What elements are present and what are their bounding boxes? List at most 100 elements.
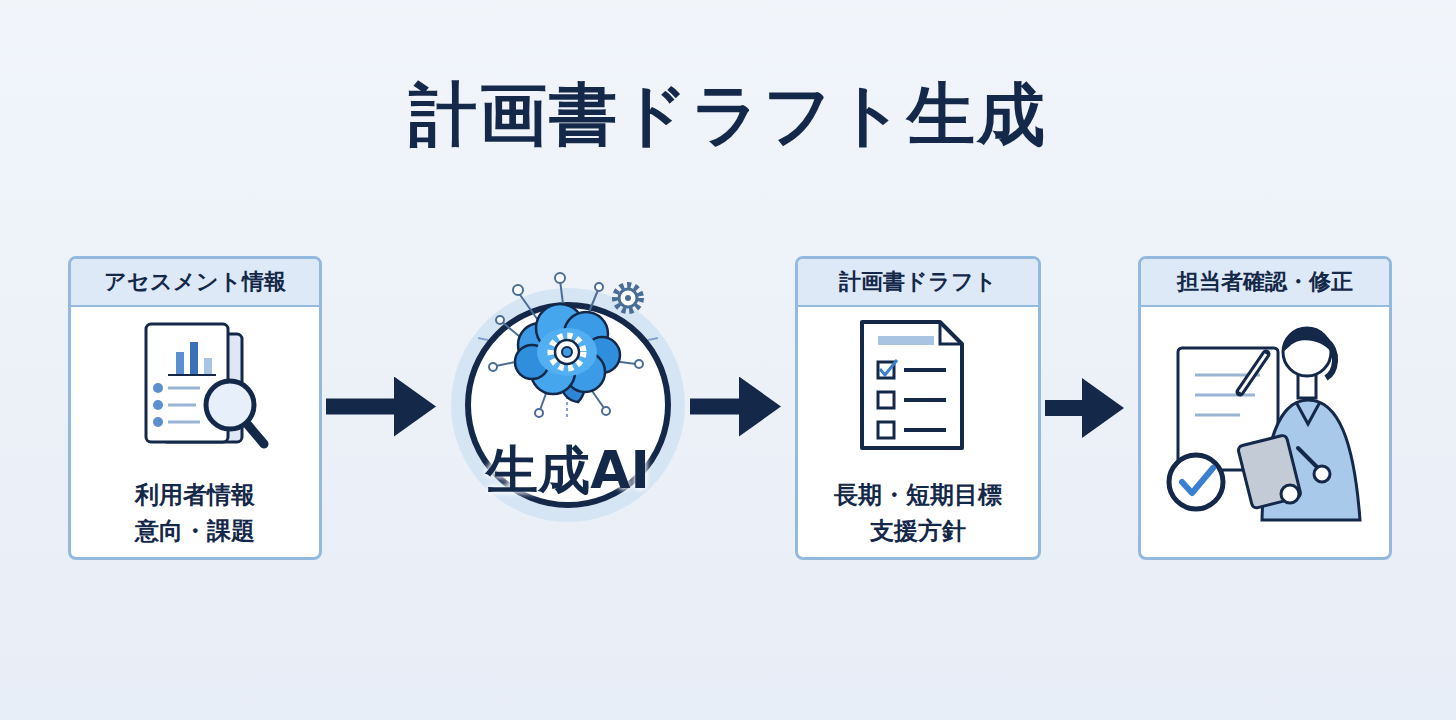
- staff-person-part: [1314, 466, 1330, 482]
- circuit-lines-part: [635, 360, 643, 368]
- process-box: 担当者確認・修正: [1138, 256, 1392, 560]
- document-illustration-part: [153, 383, 163, 393]
- circuit-lines-part: [489, 363, 497, 371]
- circuit-lines-part: [478, 338, 488, 340]
- circuit-lines-part: [566, 396, 568, 418]
- circuit-lines-part: [496, 316, 504, 324]
- review-document: [1178, 348, 1278, 470]
- staff-person-part: [1262, 400, 1360, 520]
- circuit-lines-part: [585, 290, 598, 322]
- document-illustration-part: [176, 352, 184, 374]
- document-illustration-part: [153, 400, 163, 410]
- gear-icon-part: [562, 347, 572, 357]
- circuit-lines-part: [513, 285, 523, 295]
- document-illustration-part: [146, 324, 228, 442]
- document-illustration: [146, 324, 242, 442]
- gear-icon-small-part: [619, 289, 637, 307]
- box-body-text: 長期・短期目標 支援方針: [823, 477, 1013, 549]
- brain-icon-part: [565, 352, 605, 392]
- gear-icon-part: [551, 336, 583, 368]
- review-document-part: [1195, 414, 1240, 417]
- gear-icon-small-part: [615, 285, 641, 311]
- diagram-title: 計画書ドラフト生成: [0, 70, 1456, 161]
- magnifier-icon-part: [206, 381, 254, 429]
- flow-arrow: [326, 399, 394, 415]
- brain-icon: [515, 304, 620, 402]
- checklist-document-part: [862, 322, 962, 448]
- circuit-lines-part: [540, 388, 548, 410]
- flow-arrow: [690, 399, 739, 415]
- circuit-lines-part: [648, 338, 658, 340]
- circuit-lines: [478, 273, 658, 418]
- circuit-lines-part: [605, 360, 636, 364]
- circuit-lines-part: [560, 280, 565, 320]
- staff-person-part: [1281, 485, 1299, 503]
- checklist-document-part: [878, 362, 894, 378]
- staff-person: [1237, 328, 1360, 520]
- checklist-document-part: [878, 392, 894, 408]
- checklist-document-part: [878, 336, 934, 345]
- brain-icon-part: [536, 304, 584, 352]
- box-header: 計画書ドラフト: [798, 259, 1038, 307]
- box-body-text: 利用者情報 意向・課題: [120, 477, 270, 549]
- circuit-lines-part: [602, 407, 610, 415]
- staff-person-part: [1237, 435, 1301, 509]
- checklist-document-part: [878, 422, 894, 438]
- node-label: 生成AI: [450, 437, 686, 503]
- review-document-part: [1178, 348, 1278, 470]
- staff-person-part: [1283, 328, 1331, 376]
- brain-icon-part: [515, 345, 549, 379]
- review-document-part: [1240, 354, 1266, 392]
- document-illustration-part: [168, 404, 196, 407]
- brain-icon-part: [560, 378, 584, 402]
- document-illustration-part: [168, 374, 216, 376]
- brain-icon-part: [537, 328, 597, 376]
- gear-icon-small-part: [625, 295, 631, 301]
- staff-person-part: [1237, 435, 1301, 509]
- check-circle-part: [1182, 468, 1213, 493]
- checklist-document-part: [904, 398, 946, 402]
- checklist-document-part: [904, 368, 946, 372]
- document-illustration-part: [168, 387, 200, 390]
- staff-person-part: [1298, 448, 1320, 470]
- check-circle: [1169, 455, 1223, 509]
- brain-icon-part: [564, 312, 608, 356]
- magnifier-icon: [206, 381, 264, 444]
- checklist-document-part: [880, 360, 897, 375]
- circuit-lines-part: [502, 322, 530, 345]
- review-document-part: [1195, 394, 1255, 397]
- checklist-document-part: [904, 428, 946, 432]
- gear-icon-small: [615, 285, 641, 311]
- document-illustration-part: [168, 421, 200, 424]
- gear-icon-part: [555, 340, 579, 364]
- process-box: アセスメント情報利用者情報 意向・課題: [68, 256, 322, 560]
- document-illustration-part: [162, 334, 242, 442]
- staff-person-part: [1296, 402, 1320, 424]
- flow-arrow: [1045, 400, 1082, 416]
- review-document-part: [1195, 374, 1260, 377]
- brain-icon-part: [518, 323, 562, 367]
- checklist-document-part: [940, 322, 962, 344]
- circuit-lines-part: [535, 409, 543, 417]
- circuit-lines-part: [595, 283, 603, 291]
- document-illustration-part: [204, 358, 212, 374]
- circuit-lines-part: [590, 388, 604, 408]
- document-illustration-part: [153, 417, 163, 427]
- review-document-part: [1240, 354, 1266, 392]
- process-circle: 生成AI: [450, 287, 686, 523]
- magnifier-icon-part: [248, 425, 264, 444]
- brain-icon-part: [531, 350, 575, 394]
- checklist-document: [862, 322, 962, 448]
- staff-person-part: [1298, 374, 1316, 398]
- document-illustration-part: [190, 342, 198, 374]
- box-header: 担当者確認・修正: [1141, 259, 1389, 307]
- box-header: アセスメント情報: [71, 259, 319, 307]
- staff-person-part: [1283, 328, 1331, 352]
- check-circle-part: [1169, 455, 1223, 509]
- circuit-lines-part: [555, 273, 565, 283]
- gear-icon: [551, 336, 583, 368]
- brain-icon-part: [584, 337, 620, 373]
- process-box: 計画書ドラフト長期・短期目標 支援方針: [795, 256, 1041, 560]
- circuit-lines-part: [518, 292, 545, 330]
